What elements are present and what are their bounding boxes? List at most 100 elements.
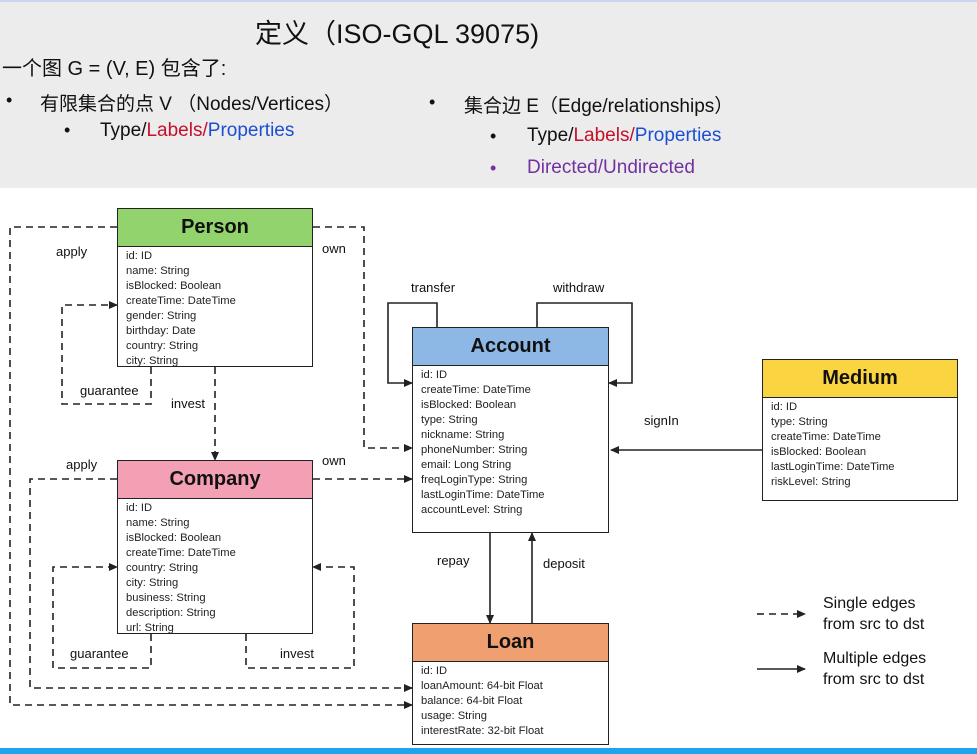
legend-single-text: Single edges from src to dst xyxy=(823,593,924,635)
entity-field: loanAmount: 64-bit Float xyxy=(421,680,543,692)
entity-field: isBlocked: Boolean xyxy=(421,399,517,411)
entity-field: city: String xyxy=(126,355,179,367)
entity-field: isBlocked: Boolean xyxy=(126,532,222,544)
person-guarantee-edge xyxy=(61,301,152,405)
entity-field: interestRate: 32-bit Float xyxy=(421,725,544,737)
loan-fields: id: ID loanAmount: 64-bit Float balance:… xyxy=(413,662,608,739)
entity-field: createTime: DateTime xyxy=(771,431,881,443)
account-header: Account xyxy=(413,328,608,366)
entity-field: accountLevel: String xyxy=(421,504,523,516)
loan-header: Loan xyxy=(413,624,608,662)
person-guarantee-label: guarantee xyxy=(80,383,139,398)
labels-text: Labels xyxy=(573,125,630,146)
repay-label: repay xyxy=(437,553,470,568)
company-header: Company xyxy=(118,461,312,499)
entity-field: type: String xyxy=(771,416,828,428)
entity-field: isBlocked: Boolean xyxy=(126,280,222,292)
company-invest-edge xyxy=(245,563,355,669)
withdraw-edge xyxy=(536,302,633,387)
signin-label: signIn xyxy=(644,413,679,428)
company-own-label: own xyxy=(322,453,346,468)
person-invest-label: invest xyxy=(171,396,205,411)
edges-sub-bullet: Type/Labels/Properties xyxy=(527,125,721,147)
medium-fields: id: ID type: String createTime: DateTime… xyxy=(763,398,957,490)
top-divider xyxy=(0,0,977,2)
entity-field: id: ID xyxy=(421,369,448,381)
legend-multiple-line1: Multiple edges xyxy=(823,650,927,667)
nodes-sub-bullet: Type/Labels/Properties xyxy=(100,120,294,142)
entity-field: birthday: Date xyxy=(126,325,196,337)
properties-text: Properties xyxy=(634,125,722,146)
bottom-accent-bar xyxy=(0,748,977,754)
type-text: Type/ xyxy=(100,120,147,141)
entity-field: phoneNumber: String xyxy=(421,444,528,456)
account-fields: id: ID createTime: DateTime isBlocked: B… xyxy=(413,366,608,518)
entity-field: id: ID xyxy=(126,250,153,262)
legend-multiple-text: Multiple edges from src to dst xyxy=(823,648,926,690)
bullet-icon: • xyxy=(429,92,436,112)
entity-field: riskLevel: String xyxy=(771,476,851,488)
company-apply-edge xyxy=(29,478,413,692)
transfer-edge xyxy=(387,302,438,387)
entity-field: email: Long String xyxy=(421,459,512,471)
legend-single-line1: Single edges xyxy=(823,595,916,612)
company-guarantee-label: guarantee xyxy=(70,646,129,661)
page-title: 定义（ISO-GQL 39075) xyxy=(255,19,540,49)
entity-field: freqLoginType: String xyxy=(421,474,528,486)
entity-field: country: String xyxy=(126,562,199,574)
properties-text: Properties xyxy=(207,120,295,141)
deposit-label: deposit xyxy=(543,556,585,571)
bullet-icon: • xyxy=(490,158,497,178)
bullet-icon: • xyxy=(490,126,497,146)
entity-field: id: ID xyxy=(126,502,153,514)
entity-field: id: ID xyxy=(771,401,798,413)
direction-sub-bullet: Directed/Undirected xyxy=(527,157,695,178)
company-fields: id: ID name: String isBlocked: Boolean c… xyxy=(118,499,312,636)
entity-field: id: ID xyxy=(421,665,448,677)
bullet-icon: • xyxy=(6,90,13,110)
company-guarantee-edge xyxy=(52,563,152,669)
entity-field: nickname: String xyxy=(421,429,505,441)
person-apply-label: apply xyxy=(56,244,88,259)
withdraw-label: withdraw xyxy=(553,280,605,295)
nodes-bullet: 有限集合的点 V （Nodes/Vertices） xyxy=(40,94,344,115)
entity-field: name: String xyxy=(126,517,190,529)
slash-text: / xyxy=(202,120,208,141)
legend-single-line2: from src to dst xyxy=(823,616,925,633)
person-own-edge xyxy=(313,226,413,452)
transfer-label: transfer xyxy=(411,280,456,295)
medium-entity: Medium id: ID type: String createTime: D… xyxy=(762,359,958,501)
entity-field: gender: String xyxy=(126,310,197,322)
slash-text: / xyxy=(629,125,635,146)
entity-field: description: String xyxy=(126,607,216,619)
type-text: Type/ xyxy=(527,125,574,146)
loan-entity: Loan id: ID loanAmount: 64-bit Float bal… xyxy=(412,623,609,745)
entity-field: balance: 64-bit Float xyxy=(421,695,523,707)
entity-field: type: String xyxy=(421,414,478,426)
person-header: Person xyxy=(118,209,312,247)
person-apply-edge xyxy=(9,226,413,709)
labels-text: Labels xyxy=(146,120,203,141)
entity-field: createTime: DateTime xyxy=(421,384,531,396)
legend-multiple-line2: from src to dst xyxy=(823,671,925,688)
entity-field: createTime: DateTime xyxy=(126,547,236,559)
entity-field: createTime: DateTime xyxy=(126,295,236,307)
entity-field: country: String xyxy=(126,340,199,352)
entity-field: lastLoginTime: DateTime xyxy=(421,489,545,501)
entity-field: url: String xyxy=(126,622,174,634)
company-invest-label: invest xyxy=(280,646,314,661)
entity-field: usage: String xyxy=(421,710,487,722)
bullet-icon: • xyxy=(64,120,71,140)
account-entity: Account id: ID createTime: DateTime isBl… xyxy=(412,327,609,533)
person-fields: id: ID name: String isBlocked: Boolean c… xyxy=(118,247,312,369)
entity-field: isBlocked: Boolean xyxy=(771,446,867,458)
entity-field: name: String xyxy=(126,265,190,277)
entity-field: city: String xyxy=(126,577,179,589)
entity-field: lastLoginTime: DateTime xyxy=(771,461,895,473)
company-entity: Company id: ID name: String isBlocked: B… xyxy=(117,460,313,634)
definition-panel: 定义（ISO-GQL 39075) 一个图 G = (V, E) 包含了: • … xyxy=(0,2,977,188)
person-entity: Person id: ID name: String isBlocked: Bo… xyxy=(117,208,313,367)
edges-bullet: 集合边 E（Edge/relationships） xyxy=(464,96,734,117)
entity-field: business: String xyxy=(126,592,206,604)
